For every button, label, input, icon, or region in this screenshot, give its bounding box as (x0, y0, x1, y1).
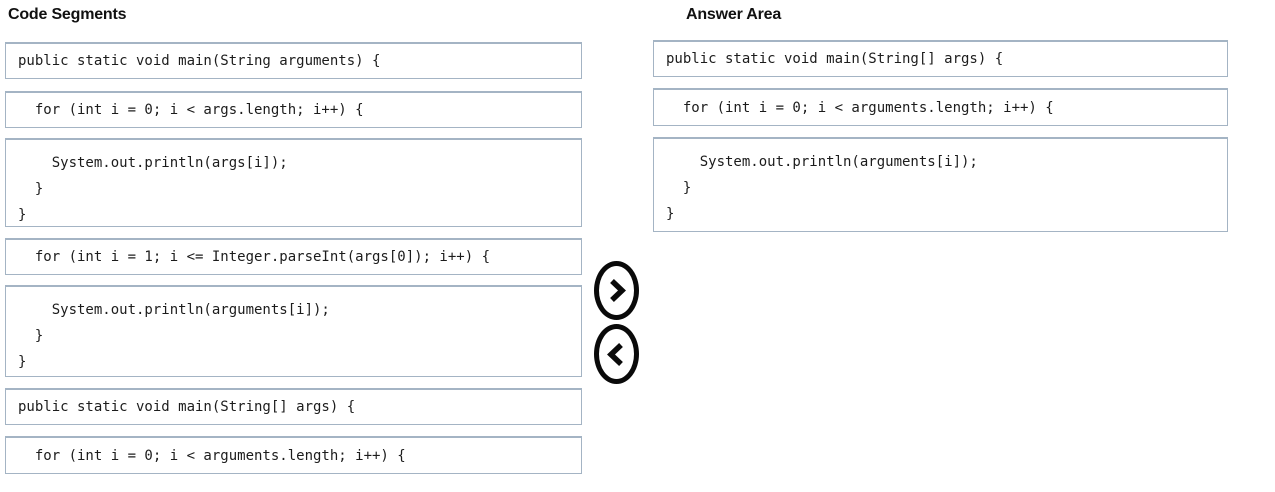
code-segment[interactable]: System.out.println(arguments[i]); } } (5, 285, 582, 377)
answer-segment[interactable]: System.out.println(arguments[i]); } } (653, 137, 1228, 232)
code-segment[interactable]: for (int i = 0; i < args.length; i++) { (5, 91, 582, 128)
chevron-left-icon (607, 341, 626, 368)
code-segment[interactable]: for (int i = 0; i < arguments.length; i+… (5, 436, 582, 474)
move-right-button[interactable] (594, 261, 639, 320)
answer-segment[interactable]: public static void main(String[] args) { (653, 40, 1228, 77)
answer-segment[interactable]: for (int i = 0; i < arguments.length; i+… (653, 88, 1228, 126)
move-left-button[interactable] (594, 324, 639, 384)
code-segment[interactable]: System.out.println(args[i]); } } (5, 138, 582, 227)
code-segment[interactable]: public static void main(String[] args) { (5, 388, 582, 425)
chevron-right-icon (607, 277, 626, 304)
code-segment[interactable]: for (int i = 1; i <= Integer.parseInt(ar… (5, 238, 582, 275)
code-segments-title: Code Segments (8, 6, 127, 23)
code-segment[interactable]: public static void main(String arguments… (5, 42, 582, 79)
answer-area-title: Answer Area (686, 6, 782, 23)
